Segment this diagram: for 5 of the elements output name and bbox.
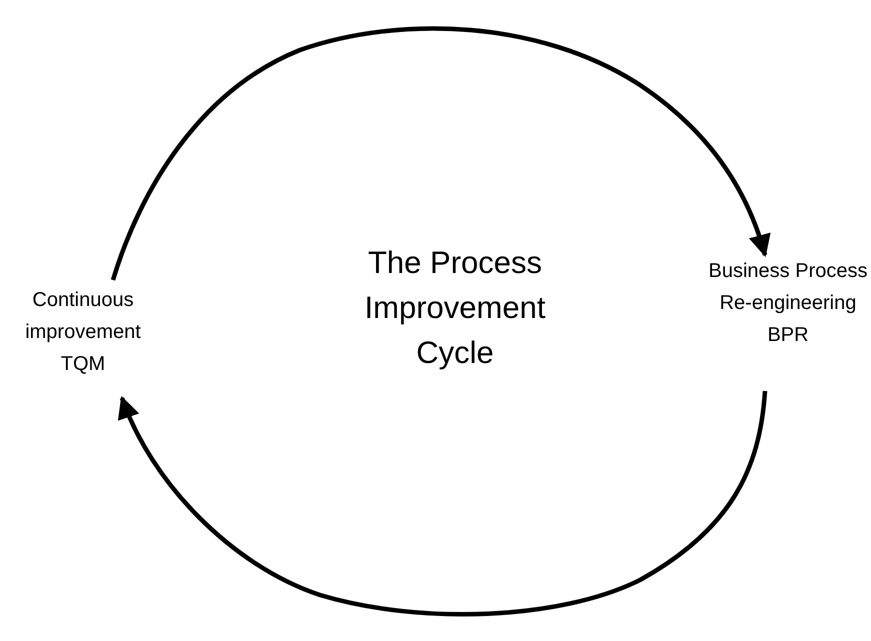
center-title: The Process Improvement Cycle bbox=[364, 244, 546, 372]
curved-arrow bbox=[110, 26, 770, 281]
curved-arrow bbox=[118, 390, 768, 616]
stage-label: Business Process Re-engineering BPR bbox=[708, 259, 868, 348]
stage-label: Continuous improvement TQM bbox=[24, 288, 142, 377]
